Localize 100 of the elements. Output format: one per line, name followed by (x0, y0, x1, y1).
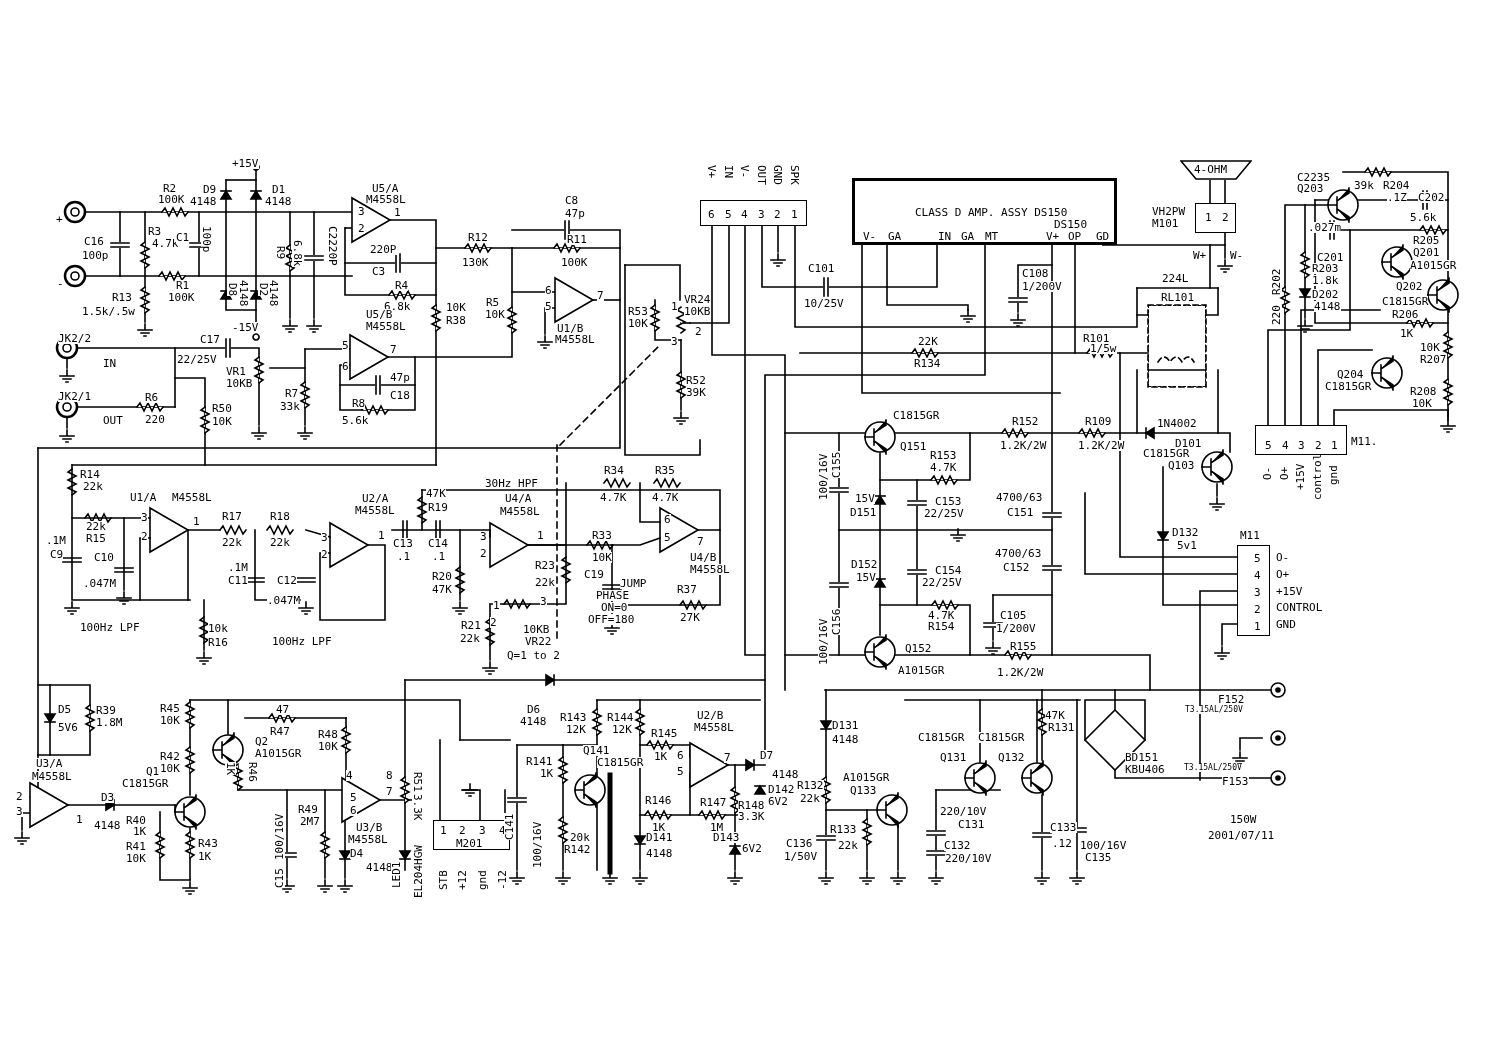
component-label: R51 (412, 772, 423, 792)
pin-name: O- (1276, 552, 1290, 563)
component-label: Q=1 to 2 (507, 650, 560, 661)
component-label: C1 (176, 232, 190, 243)
component-label: 1K (540, 768, 554, 779)
component-label: OFF=180 (588, 614, 635, 625)
component-label: 100/16V (818, 453, 829, 500)
component-label: D131 (832, 720, 859, 731)
component-label: U5/B (366, 309, 393, 320)
pin-number: 4 (1254, 570, 1261, 581)
component-label: 2 (695, 326, 702, 337)
component-label: C1815GR (1382, 296, 1429, 307)
component-label: 10K (628, 318, 648, 329)
pin-number: 1 (791, 209, 798, 220)
component-label: 1K (1400, 328, 1414, 339)
component-label: BD151 (1125, 752, 1159, 763)
component-label: .1M (228, 562, 248, 573)
component-label: 10K (1420, 342, 1440, 353)
component-label: 1 (378, 530, 385, 541)
component-label: M4558L (366, 321, 406, 332)
component-label: R37 (677, 584, 697, 595)
component-label: R208 (1410, 386, 1437, 397)
component-label: R147 (700, 797, 727, 808)
component-label: D7 (760, 750, 774, 761)
pin-name: +15V (1276, 586, 1303, 597)
component-label: 4 (346, 770, 353, 781)
component-label: 2001/07/11 (1208, 830, 1275, 841)
component-label: U3/A (36, 758, 63, 769)
component-label: 6 (342, 361, 349, 372)
component-label: 22k (270, 537, 290, 548)
component-label: 2 (358, 223, 365, 234)
component-label: 1K (225, 762, 236, 776)
pin-name: SPK (789, 165, 800, 185)
pin-number: 2 (1254, 604, 1261, 615)
component-label: R48 (318, 729, 338, 740)
component-label: 1/200V (996, 623, 1036, 634)
pin-name: V+ (706, 165, 717, 179)
component-label: 6V2 (768, 796, 788, 807)
connector-box (1255, 425, 1347, 455)
component-label: R1 (176, 280, 190, 291)
component-label: 100K (561, 257, 588, 268)
component-label: 1 (76, 814, 83, 825)
module-label: V+ (1046, 231, 1060, 242)
component-label: 8 (386, 770, 393, 781)
pin-number: M201 (456, 838, 483, 849)
component-label: M4558L (172, 492, 212, 503)
component-label: 10K (160, 715, 180, 726)
component-label: 5 (664, 532, 671, 543)
component-label: 3 (358, 206, 365, 217)
component-label: R4 (395, 280, 409, 291)
pin-number: 6 (708, 209, 715, 220)
component-label: C132 (944, 840, 971, 851)
component-label: 220 (145, 414, 165, 425)
pin-name: O+ (1276, 569, 1290, 580)
component-label: R34 (604, 465, 624, 476)
speaker-label: 4-OHM (1194, 164, 1228, 175)
component-label: A1015GR (1410, 260, 1457, 271)
component-label: 4.7K (928, 610, 955, 621)
component-label: R16 (208, 637, 228, 648)
component-label: U1/B (557, 323, 584, 334)
component-label: C12 (277, 575, 297, 586)
component-label: C136 (786, 838, 813, 849)
component-label: KBU406 (1125, 764, 1165, 775)
component-label: 1.2K/2W (1000, 440, 1047, 451)
pin-number: 1 (1254, 621, 1261, 632)
component-label: 3 (141, 512, 148, 523)
component-label: 1.8M (96, 717, 123, 728)
pin-name: +15V (1295, 463, 1306, 490)
pin-name: gnd (1328, 465, 1339, 485)
component-label: 10k (208, 623, 228, 634)
component-label: Q151 (900, 441, 927, 452)
component-label: C1815GR (918, 732, 965, 743)
component-label: 10KB (684, 306, 711, 317)
component-label: 2 (490, 617, 497, 628)
component-label: 33k (280, 401, 300, 412)
component-label: 7 (386, 786, 393, 797)
component-label: R11 (567, 234, 587, 245)
component-label: R134 (914, 358, 941, 369)
wire (1209, 179, 1211, 204)
pin-name: GND (1276, 619, 1296, 630)
component-label: 5 (677, 766, 684, 777)
component-label: Q203 (1297, 183, 1324, 194)
component-label: C151 (1007, 507, 1034, 518)
pin-number: 3 (758, 209, 765, 220)
component-label: M4558L (355, 505, 395, 516)
component-label: R53 (628, 306, 648, 317)
component-label: .047M (83, 578, 117, 589)
component-label: W+ (1193, 250, 1207, 261)
component-label: 4.7K (930, 462, 957, 473)
component-label: 5V6 (58, 722, 78, 733)
component-label: C108 (1022, 268, 1049, 279)
component-label: 5 (350, 792, 357, 803)
component-label: D143 (713, 832, 740, 843)
component-label: D151 (850, 507, 877, 518)
component-label: C141 (504, 813, 515, 840)
component-label: .1Z (1387, 192, 1407, 203)
component-label: 1.5k/.5w (82, 306, 135, 317)
component-label: C9 (50, 549, 64, 560)
component-label: R133 (830, 824, 857, 835)
component-label: M4558L (555, 334, 595, 345)
